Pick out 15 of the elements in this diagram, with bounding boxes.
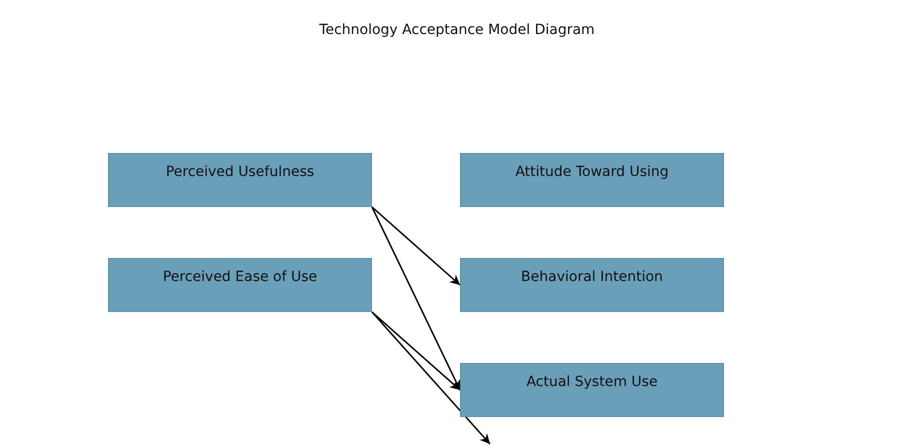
arrow [371,312,491,444]
process-box [108,153,372,207]
process-box [108,258,372,312]
node-label: Behavioral Intention [520,269,664,285]
process-box [460,363,724,417]
arrow [372,206,460,286]
arrow [372,311,460,391]
node-label: Perceived Ease of Use [162,269,318,285]
arrow [371,206,461,390]
node-label: Actual System Use [525,374,659,390]
diagram-title: Technology Acceptance Model Diagram [318,22,596,38]
node-label: Perceived Usefulness [164,164,316,180]
node-label: Attitude Toward Using [514,164,670,180]
process-box [460,258,724,312]
process-box [460,153,724,207]
